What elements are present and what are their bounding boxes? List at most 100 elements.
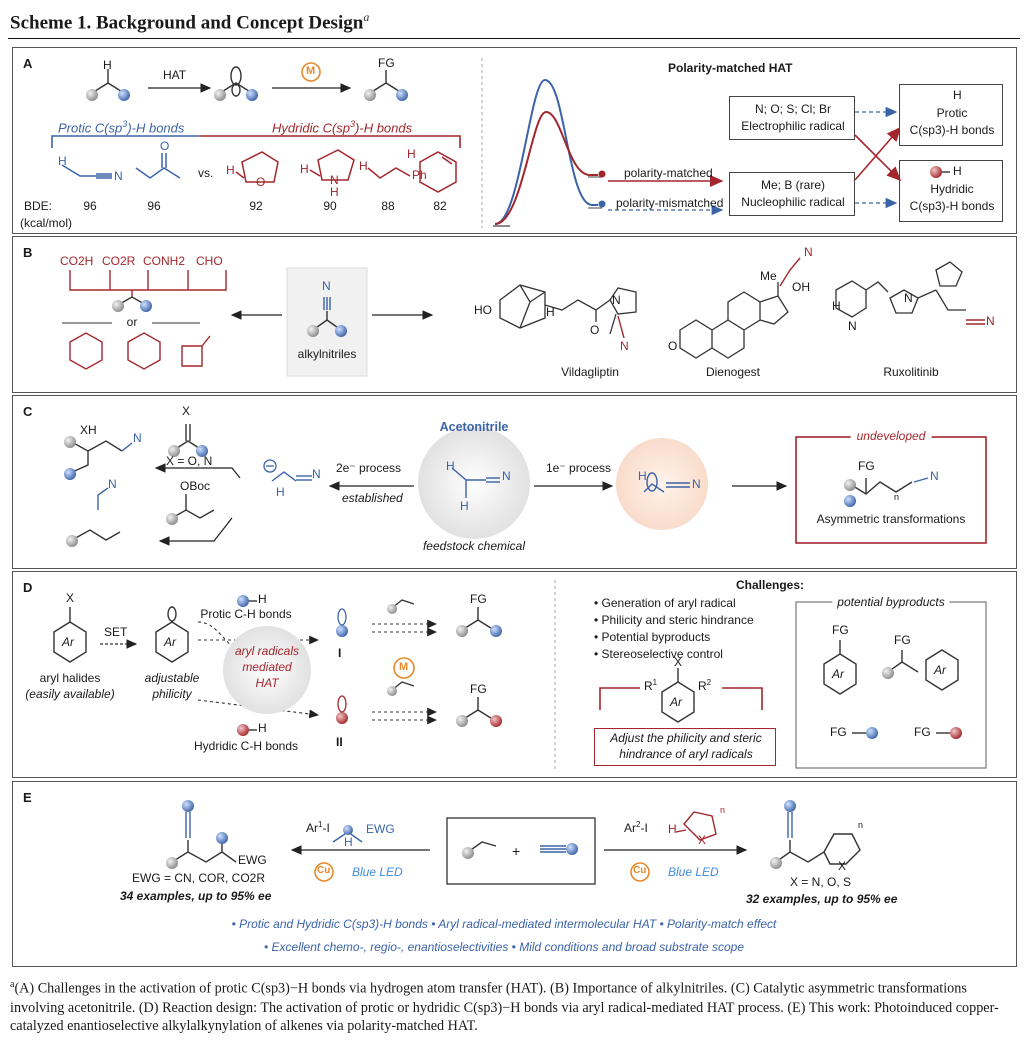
- feedstock-label: feedstock chemical: [422, 539, 526, 553]
- x-definition: X = N, O, S: [790, 875, 852, 889]
- ar-label: Ar: [164, 635, 176, 649]
- copper-catalyst-icon: [314, 862, 334, 882]
- atom-label: N: [133, 431, 142, 445]
- or-label: or: [126, 315, 138, 329]
- n-subscript: n: [720, 805, 726, 815]
- panelC-graphics: [64, 424, 987, 547]
- atom-label: H: [668, 822, 677, 836]
- aryl-halides-label: aryl halides: [39, 671, 101, 685]
- atom-label: H: [407, 147, 416, 161]
- challenge-item: • Potential byproducts: [594, 630, 711, 644]
- nucleophilic-box: Me; B (rare) Nucleophilic radical: [729, 172, 855, 216]
- fg-label: FG: [470, 682, 487, 696]
- fg-label: FG: [832, 623, 849, 637]
- gray-sphere: [86, 89, 98, 101]
- challenge-item: • Generation of aryl radical: [594, 596, 736, 610]
- r2-label: R2: [698, 678, 712, 693]
- ewg-label: EWG: [238, 853, 267, 867]
- right-examples: 32 examples, up to 95% ee: [746, 892, 898, 906]
- ar-label: Ar: [62, 635, 74, 649]
- atom-label: H: [359, 159, 368, 173]
- drug-name: Ruxolitinib: [883, 365, 939, 379]
- fg-label: FG: [378, 56, 395, 70]
- bde-value: 96: [147, 199, 161, 213]
- plus-sign: +: [512, 843, 521, 859]
- atom-label: N: [692, 477, 701, 491]
- two-electron-label: 2e⁻ process: [336, 461, 402, 475]
- center-label: mediated: [242, 660, 292, 674]
- group-label: CO2H: [60, 254, 94, 268]
- panelE-graphics: [166, 800, 861, 962]
- atom-label: H: [258, 592, 267, 606]
- nucleophilic-species: Me; B (rare): [760, 178, 826, 192]
- metal-label: M: [306, 65, 316, 77]
- panel-c: C: [12, 395, 1017, 569]
- adjustable-label: adjustable: [144, 671, 200, 685]
- atom-label: H: [300, 162, 309, 176]
- cu-label: Cu: [317, 865, 331, 876]
- atom-label: OH: [792, 280, 810, 294]
- atom-label: N: [322, 279, 331, 293]
- scheme-title: Scheme 1. Background and Concept Designa: [10, 10, 370, 34]
- atom-label: N: [986, 314, 995, 328]
- x-label: X: [182, 404, 191, 418]
- metal-catalyst-icon: [393, 657, 415, 679]
- atom-label: H: [446, 459, 455, 473]
- panel-b: B: [12, 236, 1017, 393]
- drug-name: Dienogest: [705, 365, 761, 379]
- panel-d: D: [12, 571, 1017, 778]
- n-subscript: n: [894, 492, 900, 502]
- atom-label: H: [638, 469, 647, 483]
- bde-value: 88: [381, 199, 395, 213]
- feature-bullets: • Excellent chemo-, regio-, enantioselec…: [264, 940, 744, 954]
- atom-label: N: [330, 173, 339, 187]
- adjust-line: Adjust the philicity and steric: [610, 731, 762, 745]
- blue-led-label: Blue LED: [668, 865, 719, 879]
- atom-label: N: [612, 293, 621, 307]
- atom-label: N: [108, 477, 117, 491]
- polarity-mismatched-label: polarity-mismatched: [616, 196, 724, 210]
- adjust-line: hindrance of aryl radicals: [619, 747, 753, 761]
- philicity-label: philicity: [152, 687, 192, 701]
- atom-label: O: [668, 339, 678, 353]
- atom-label: O: [256, 175, 266, 189]
- copper-catalyst-icon: [630, 862, 650, 882]
- atom-label: H: [344, 835, 353, 849]
- x-label: X: [674, 655, 683, 669]
- r1-label: R1: [644, 678, 658, 693]
- cu-label: Cu: [633, 865, 647, 876]
- atom-label: N: [848, 319, 857, 333]
- bde-value: 92: [249, 199, 263, 213]
- challenge-item: • Stereoselective control: [594, 647, 723, 661]
- atom-label: H: [832, 299, 841, 313]
- x-definition: X = O, N: [166, 454, 213, 468]
- center-label: aryl radicals: [234, 644, 300, 658]
- protic-box-line: C(sp3)-H bonds: [909, 123, 995, 137]
- ar-label: Ar: [934, 663, 946, 677]
- metal-label: M: [399, 661, 409, 673]
- protic-box: H Protic C(sp3)-H bonds: [899, 84, 1003, 146]
- undeveloped-label: undeveloped: [850, 429, 932, 444]
- atom-label: Ph: [412, 168, 427, 182]
- group-label: CO2R: [102, 254, 136, 268]
- challenge-item: • Philicity and steric hindrance: [594, 613, 754, 627]
- atom-label: N: [804, 245, 813, 259]
- panelA-graphics: [51, 58, 950, 228]
- atom-label: N: [620, 339, 629, 353]
- panel-label: D: [23, 580, 33, 595]
- atom-label: H: [460, 499, 469, 513]
- atom-label: O: [160, 139, 170, 153]
- fg-label: FG: [858, 459, 875, 473]
- panel-label: A: [23, 56, 33, 71]
- established-label: established: [342, 491, 403, 505]
- radical-ii-label: II: [336, 735, 343, 749]
- ewg-label: EWG: [366, 822, 395, 836]
- atom-label: H: [226, 163, 235, 177]
- blue-led-label: Blue LED: [352, 865, 403, 879]
- drug-name: Vildagliptin: [561, 365, 619, 379]
- atom-label: H: [258, 721, 267, 735]
- atom-label: HO: [474, 303, 492, 317]
- adjust-box: Adjust the philicity and steric hindranc…: [594, 728, 776, 766]
- hydridic-label: Hydridic C-H bonds: [193, 739, 299, 753]
